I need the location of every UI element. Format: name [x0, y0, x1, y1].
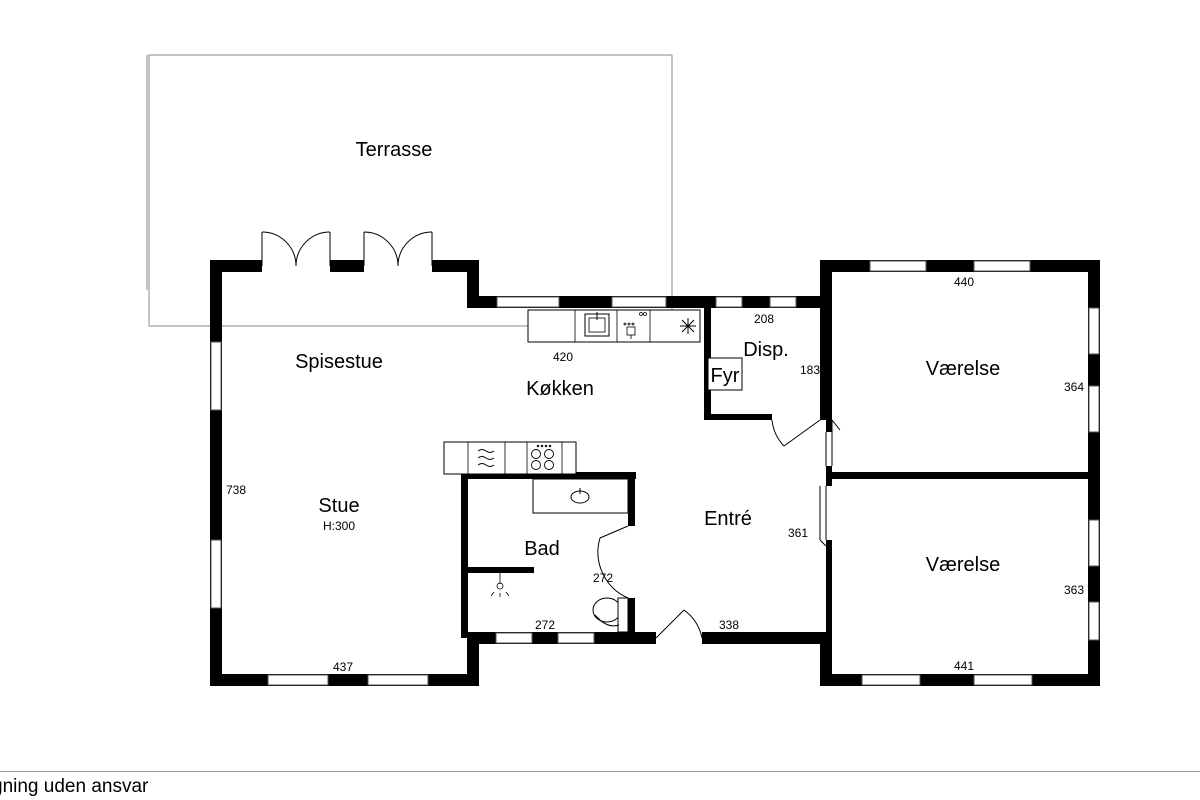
sink-icon — [584, 312, 610, 337]
kitchen-island — [443, 441, 577, 475]
dim-room2-depth: 363 — [1064, 583, 1084, 597]
dim-kitchen-width: 420 — [553, 350, 573, 364]
room-label-fyr: Fyr — [711, 365, 740, 387]
room-label-disp: Disp. — [743, 339, 789, 361]
room-label-kokken: Køkken — [526, 378, 594, 400]
oven-icon — [477, 449, 495, 467]
room-label-spisestue: Spisestue — [295, 351, 383, 373]
room-label-vaerelse-2: Værelse — [926, 554, 1000, 576]
freezer-icon — [680, 318, 696, 334]
hob-icon — [531, 444, 554, 470]
dim-room1-width: 440 — [954, 275, 974, 289]
boiler-box — [707, 357, 743, 391]
room-label-stue: Stue — [318, 495, 359, 517]
dim-disp-width: 208 — [754, 312, 774, 326]
shower-icon — [490, 573, 510, 597]
terrace — [146, 54, 673, 327]
interior-doors — [597, 419, 841, 639]
toilet-icon — [592, 597, 629, 633]
terrace-doors — [261, 231, 433, 267]
dishwasher-icon — [623, 312, 647, 339]
dim-room1-depth: 364 — [1064, 380, 1084, 394]
dim-entre-depth: 361 — [788, 526, 808, 540]
room-label-vaerelse-1: Værelse — [926, 358, 1000, 380]
room-height-stue: H:300 — [323, 519, 355, 533]
dim-room2-width: 441 — [954, 659, 974, 673]
room-label-terrasse: Terrasse — [356, 139, 433, 161]
dim-bad-depth: 272 — [593, 571, 613, 585]
dim-stue-depth: 738 — [226, 483, 246, 497]
kitchen-counter-top — [527, 309, 701, 343]
bath-counter — [532, 478, 629, 514]
room-label-bad: Bad — [524, 538, 560, 560]
footer-disclaimer: gning uden ansvar — [0, 776, 149, 797]
room-label-entre: Entré — [704, 508, 752, 530]
dim-disp-depth: 183 — [800, 363, 820, 377]
dim-entre-width: 338 — [719, 618, 739, 632]
dim-stue-width: 437 — [333, 660, 353, 674]
washbasin-icon — [570, 488, 590, 504]
footer-divider — [0, 771, 1200, 772]
windows — [210, 260, 1100, 686]
dim-bad-width: 272 — [535, 618, 555, 632]
